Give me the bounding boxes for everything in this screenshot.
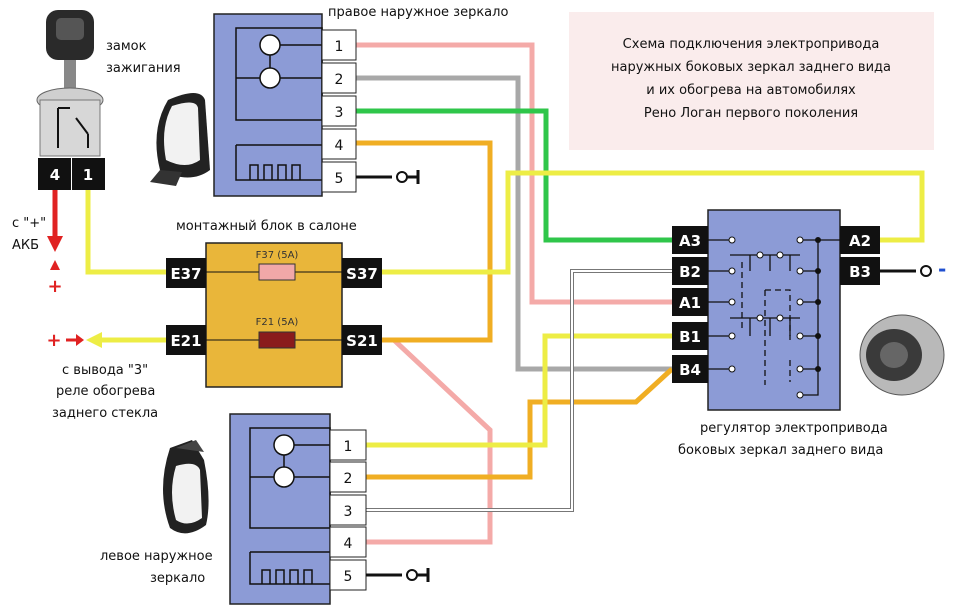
right-motor-1-icon	[259, 34, 281, 56]
relay-note-2: реле обогрева	[56, 384, 155, 399]
pin-a3	[672, 226, 708, 254]
relay-note-1: с вывода "3"	[62, 363, 148, 378]
right-mirror-label: правое наружное зеркало	[328, 5, 508, 20]
right-pin-3: 3	[335, 105, 344, 121]
pin-b1-label: B1	[679, 328, 701, 346]
pin-e21-label: E21	[170, 332, 201, 350]
left-ground-icon	[406, 569, 418, 581]
relay-note-3: заднего стекла	[52, 406, 158, 421]
mount-block-label: монтажный блок в салоне	[176, 219, 357, 234]
right-ground-icon	[396, 171, 408, 183]
fuse-f37-label: F37 (5A)	[256, 250, 299, 261]
right-mirror-icon	[150, 93, 210, 186]
left-mirror-pins: 1 2 3 4 5	[329, 429, 367, 591]
pin-e37	[166, 258, 206, 288]
pin-b2-label: B2	[679, 263, 701, 281]
pin-b4	[672, 355, 708, 383]
ignition-pin-4	[38, 158, 71, 190]
pin-s37-label: S37	[346, 265, 378, 283]
fuse-f37	[258, 263, 296, 281]
regulator-block: A3 B2 A1 B1 B4 A2 B3 -	[672, 209, 946, 411]
fuse-f21	[258, 331, 296, 349]
right-pin-4: 4	[335, 138, 344, 154]
wire-orange-right-4	[356, 140, 493, 343]
right-mirror-block: 1 2 3 4 5	[213, 13, 420, 197]
left-mirror-icon	[163, 440, 209, 534]
right-pin-2: 2	[335, 72, 344, 88]
wire-yellow-ignition	[85, 190, 166, 275]
regulator-knob-icon	[859, 314, 945, 396]
pin-a1	[672, 288, 708, 316]
title-line-4: Рено Логан первого поколения	[644, 106, 858, 121]
pin-b3	[840, 257, 880, 285]
akb-label-1: с "+"	[12, 216, 46, 231]
pin-b2	[672, 257, 708, 285]
akb-arrow-down	[47, 236, 63, 252]
left-mirror-label-2: зеркало	[150, 571, 205, 586]
pin-a2-label: A2	[849, 232, 871, 250]
relay-arrow-head	[76, 334, 84, 346]
wire-orange-left-2	[366, 367, 674, 480]
ignition-lock: 4 1	[36, 10, 105, 190]
ignition-pin-1	[72, 158, 105, 190]
wire-white-left-3-inner	[366, 270, 672, 511]
lock-cylinder	[39, 99, 101, 157]
left-pin-4: 4	[344, 536, 353, 552]
mount-block: F37 (5A) F21 (5A) E37 E21 S37 S21	[166, 242, 382, 388]
left-pin-2: 2	[344, 471, 353, 487]
ignition-label-2: зажигания	[106, 61, 181, 76]
akb-label-2: АКБ	[12, 238, 39, 253]
right-pin-1: 1	[335, 39, 344, 55]
wires	[52, 42, 925, 545]
right-pin-5: 5	[335, 171, 344, 187]
regulator-label-1: регулятор электропривода	[700, 421, 888, 436]
pin-e21	[166, 325, 206, 355]
b3-minus: -	[938, 257, 946, 281]
right-mirror-pins: 1 2 3 4 5	[321, 29, 357, 193]
left-heater-icon	[249, 551, 330, 585]
pin-b1	[672, 322, 708, 350]
ignition-pin-4-label: 4	[50, 166, 60, 184]
left-motor-2-icon	[273, 466, 295, 488]
left-mirror-block: 1 2 3 4 5	[229, 413, 430, 605]
left-pin-1: 1	[344, 439, 353, 455]
b3-ground-icon	[920, 265, 932, 277]
pin-s37	[342, 258, 382, 288]
akb-arrow-up	[50, 260, 60, 270]
pin-a3-label: A3	[679, 232, 701, 250]
title-line-2: наружных боковых зеркал заднего вида	[611, 60, 891, 75]
akb-plus: +	[47, 276, 62, 297]
title-box	[569, 12, 934, 150]
pin-e37-label: E37	[170, 265, 201, 283]
regulator-nodes	[815, 237, 821, 372]
left-motor-1-icon	[273, 434, 295, 456]
wire-yellow-left-1	[366, 333, 672, 448]
left-mirror-label-1: левое наружное	[100, 549, 213, 564]
right-motor-2-icon	[259, 67, 281, 89]
pin-a1-label: A1	[679, 294, 701, 312]
pin-b3-label: B3	[849, 263, 871, 281]
regulator-contacts	[728, 236, 804, 399]
fuse-f21-label: F21 (5A)	[256, 317, 299, 328]
left-pin-3: 3	[344, 504, 353, 520]
left-pin-5: 5	[344, 569, 353, 585]
ignition-pin-1-label: 1	[83, 166, 93, 184]
pin-b4-label: B4	[679, 361, 701, 379]
pin-a2	[840, 226, 880, 254]
wire-gray-right-2	[356, 75, 672, 372]
ignition-label-1: замок	[106, 39, 147, 54]
regulator-label-2: боковых зеркал заднего вида	[678, 443, 883, 458]
title-line-1: Схема подключения электропривода	[623, 37, 880, 52]
wire-yellow-s37	[378, 170, 925, 275]
relay-plus: +	[46, 330, 61, 351]
right-heater-icon	[235, 144, 322, 181]
title-line-3: и их обогрева на автомобилях	[646, 83, 856, 98]
pin-s21	[342, 325, 382, 355]
pin-s21-label: S21	[346, 332, 378, 350]
relay-arrow	[86, 332, 102, 348]
